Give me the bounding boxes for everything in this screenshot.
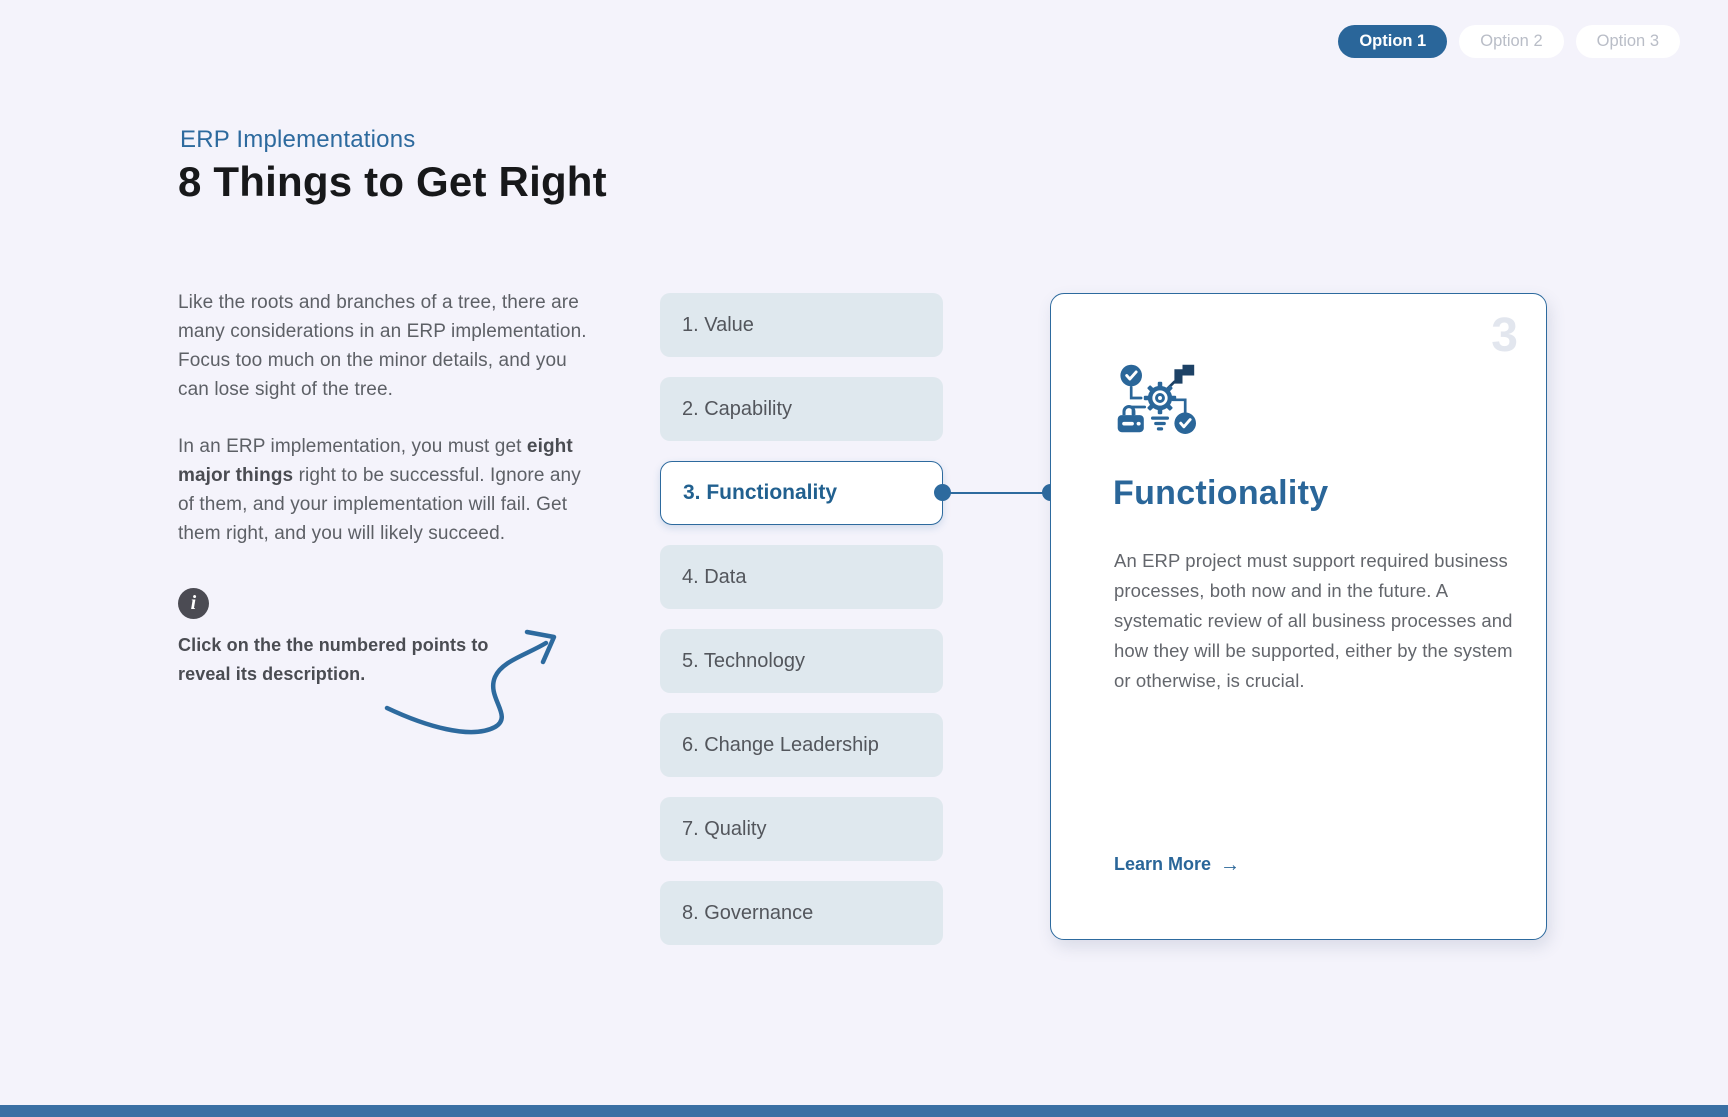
- list-item-technology[interactable]: 5. Technology: [660, 629, 943, 693]
- card-watermark-number: 3: [1491, 309, 1518, 362]
- detail-card: 3: [1050, 293, 1547, 940]
- gear-lightbulb-checklist-icon: [1117, 364, 1196, 434]
- arrow-right-icon: →: [1220, 853, 1241, 876]
- instruction-note: Click on the the numbered points to reve…: [178, 635, 489, 684]
- list-item-governance[interactable]: 8. Governance: [660, 881, 943, 945]
- list-item-value[interactable]: 1. Value: [660, 293, 943, 357]
- info-icon: i: [178, 588, 209, 619]
- list-item-capability[interactable]: 2. Capability: [660, 377, 943, 441]
- learn-more-link[interactable]: Learn More →: [1114, 853, 1241, 876]
- intro-paragraph-2: In an ERP implementation, you must get e…: [178, 436, 581, 544]
- option-2-button[interactable]: Option 2: [1459, 25, 1564, 58]
- intro-bold-phrase: eight major things: [178, 436, 573, 486]
- connector-line: [943, 492, 1050, 494]
- list-item-functionality-selected[interactable]: 3. Functionality: [660, 461, 943, 525]
- option-3-button[interactable]: Option 3: [1575, 25, 1680, 58]
- connector-dot-left: [934, 484, 951, 501]
- list-item-change-leadership[interactable]: 6. Change Leadership: [660, 713, 943, 777]
- intro-paragraph-1: Like the roots and branches of a tree, t…: [178, 292, 587, 400]
- option-switcher: Option 1 Option 2 Option 3: [1338, 25, 1680, 58]
- topic-list: 1. Value 2. Capability 3. Functionality …: [660, 293, 943, 965]
- eyebrow-label: ERP Implementations: [180, 126, 416, 153]
- card-description: An ERP project must support required bus…: [1114, 550, 1513, 691]
- intro-column: Like the roots and branches of a tree, t…: [178, 288, 600, 689]
- card-title: Functionality: [1113, 474, 1329, 512]
- list-item-data[interactable]: 4. Data: [660, 545, 943, 609]
- list-item-quality[interactable]: 7. Quality: [660, 797, 943, 861]
- footer-bar: [0, 1105, 1728, 1117]
- curved-arrow-icon: [384, 629, 557, 735]
- option-1-button[interactable]: Option 1: [1338, 25, 1448, 58]
- page-title: 8 Things to Get Right: [178, 158, 607, 205]
